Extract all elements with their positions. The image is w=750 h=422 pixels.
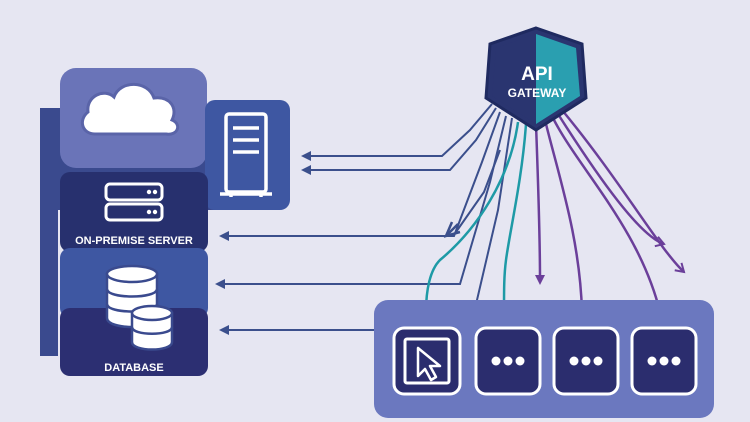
on-premise-server-label: ON-PREMISE SERVER: [75, 235, 193, 247]
more-dots-icon: [647, 356, 681, 366]
server-tower-icon: [220, 112, 272, 197]
more-dots-icon: [569, 356, 603, 366]
database-label: DATABASE: [104, 362, 163, 374]
cloud-icon: [80, 82, 180, 136]
target-tile-1[interactable]: [392, 326, 462, 396]
more-dots-icon: [491, 356, 525, 366]
target-tile-3[interactable]: [552, 326, 620, 396]
right-connection-arrows: [421, 109, 686, 317]
cursor-icon: [403, 337, 451, 385]
gateway-label-line2: GATEWAY: [508, 86, 567, 100]
server-rack-icon: [104, 182, 164, 222]
gateway-label-line1: API: [521, 64, 553, 85]
database-icon: [105, 264, 174, 351]
left-connection-arrows: [215, 103, 513, 335]
target-tile-4[interactable]: [630, 326, 698, 396]
api-gateway-shield: [484, 26, 588, 132]
target-tile-2[interactable]: [474, 326, 542, 396]
